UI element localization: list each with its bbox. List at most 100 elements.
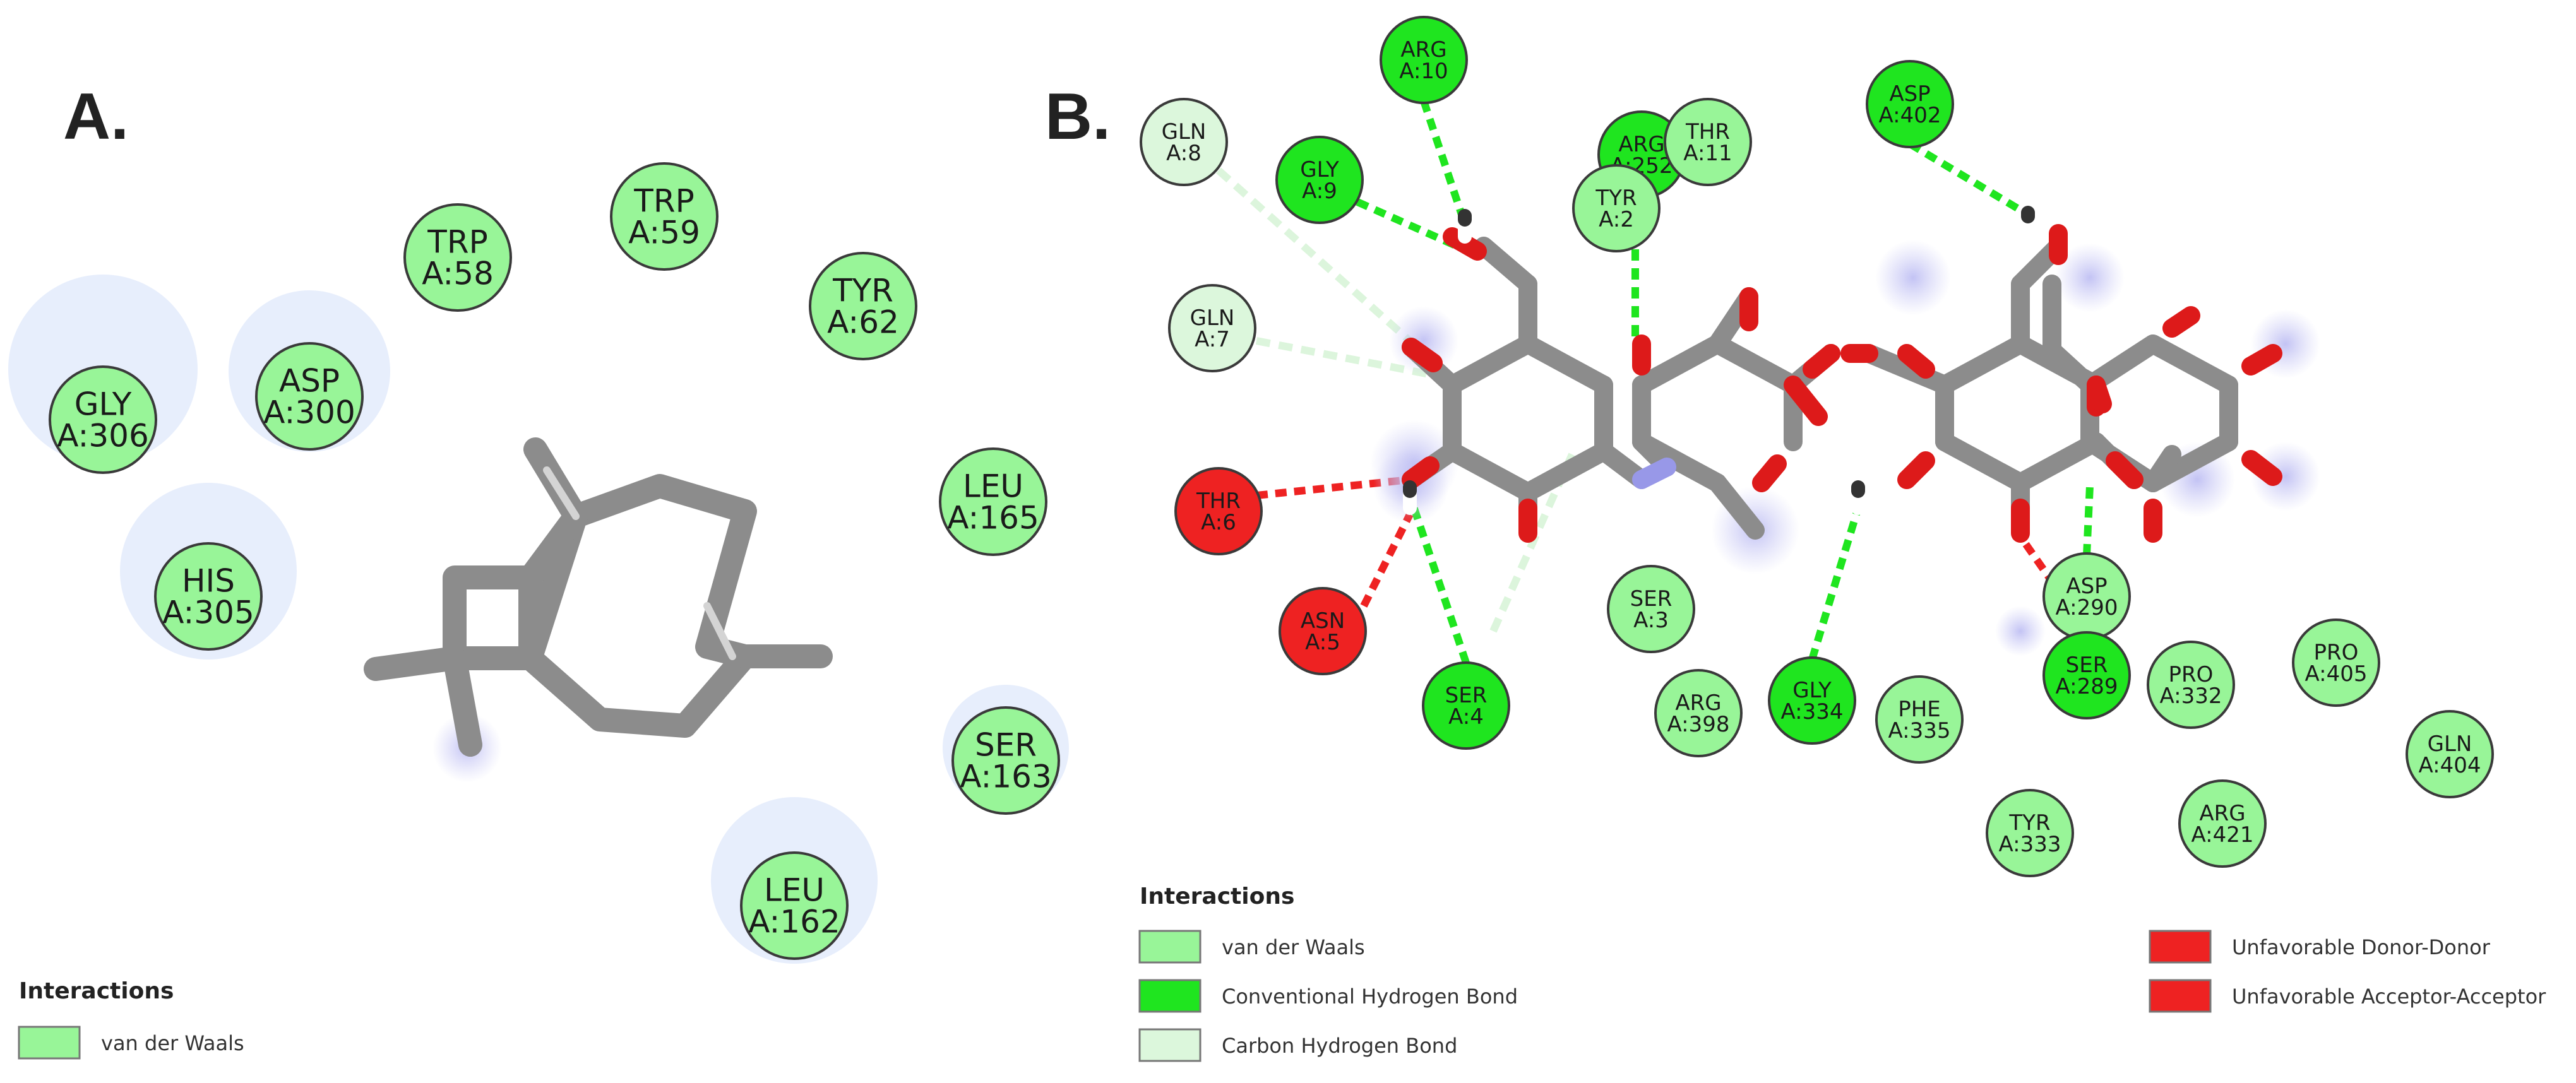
residue-thr-6-number: A:6 xyxy=(1201,510,1236,535)
residue-ser-3-circle xyxy=(1607,565,1695,653)
oxygen-bond xyxy=(2087,376,2112,413)
ligand-bond xyxy=(1708,334,1803,394)
legend-b-item-label: van der Waals xyxy=(1222,935,1365,959)
oxygen-bond xyxy=(1443,227,1487,261)
residue-asp-290-number: A:290 xyxy=(2055,595,2118,620)
ligand-bond xyxy=(1632,334,1727,394)
residue-ser-4-number: A:4 xyxy=(1448,704,1484,730)
residue-trp-59-circle xyxy=(610,162,719,271)
legend-b-item-label: Unfavorable Donor-Donor xyxy=(2232,935,2491,959)
legend-a-item-label: van der Waals xyxy=(101,1031,244,1055)
residue-tyr-2-name: TYR xyxy=(1595,186,1637,211)
residue-thr-6-name: THR xyxy=(1196,488,1241,514)
residue-ser-4-circle xyxy=(1422,661,1510,750)
residue-gln-404-circle xyxy=(2406,710,2494,798)
residue-gly-9-name: GLY xyxy=(1300,157,1339,182)
residue-leu-165-name: LEU xyxy=(963,468,1023,505)
legend-b-item: Unfavorable Donor-Donor xyxy=(2149,930,2491,964)
residue-ser-163-name: SER xyxy=(975,727,1037,764)
ligand-bond xyxy=(2144,334,2238,394)
panel-b-residues: ARGA:10ASPA:402GLNA:8GLYA:9ARGA:252THRA:… xyxy=(1140,16,2494,877)
residue-tyr-2-circle xyxy=(1572,164,1661,252)
residue-ser-3-name: SER xyxy=(1630,586,1673,612)
residue-gln-7-number: A:7 xyxy=(1195,327,1230,352)
oxygen-bond xyxy=(1402,338,1443,372)
residue-leu-162-circle xyxy=(740,851,849,960)
ligand-a-ring-large xyxy=(518,474,757,738)
residue-gly-334-number: A:334 xyxy=(1780,699,1843,725)
residue-thr-11-name: THR xyxy=(1685,119,1730,145)
residue-gln-7-name: GLN xyxy=(1190,305,1235,331)
residue-gly-334-circle xyxy=(1768,656,1856,745)
legend-b-item: Conventional Hydrogen Bond xyxy=(1138,979,1518,1013)
legend-b-item-label: Unfavorable Acceptor-Acceptor xyxy=(2232,985,2546,1009)
residue-gln-7-circle xyxy=(1168,284,1256,372)
residue-gln-404-name: GLN xyxy=(2428,731,2472,757)
residue-ser-163-number: A:163 xyxy=(960,759,1052,795)
residue-leu-165-circle xyxy=(939,447,1047,556)
residue-tyr-62-name: TYR xyxy=(832,273,893,309)
residue-asn-5-name: ASN xyxy=(1301,608,1345,634)
legend-b-item-swatch xyxy=(2149,930,2212,964)
ligand-bond xyxy=(1935,432,2030,492)
residue-gln-8-number: A:8 xyxy=(1166,141,1202,166)
residue-tyr-2-number: A:2 xyxy=(1599,207,1634,232)
legend-b-item-swatch xyxy=(1138,930,1202,964)
atom-glow xyxy=(2251,442,2320,511)
oxygen-bond xyxy=(1402,456,1440,489)
residue-pro-332-number: A:332 xyxy=(2159,684,2222,709)
residue-pro-405-number: A:405 xyxy=(2305,661,2367,687)
legend-a-item-swatch xyxy=(18,1026,81,1060)
residue-gln-404-number: A:404 xyxy=(2418,753,2481,778)
residue-ser-3-number: A:3 xyxy=(1633,608,1669,633)
residue-gly-9-number: A:9 xyxy=(1302,179,1337,204)
residue-arg-398-circle xyxy=(1654,669,1743,757)
oxygen-bond xyxy=(2241,344,2282,376)
residue-tyr-333-circle xyxy=(1986,789,2074,877)
residue-asn-5-circle xyxy=(1279,587,1367,675)
residue-arg-10-name: ARG xyxy=(1400,37,1446,62)
residue-arg-10-number: A:10 xyxy=(1399,59,1448,84)
ligand-bond xyxy=(1708,473,1765,540)
atom-glow xyxy=(2055,243,2125,312)
ligand-b xyxy=(1370,206,2320,656)
ligand-bond xyxy=(1518,442,1613,502)
legend-b-item: Carbon Hydrogen Bond xyxy=(1138,1028,1457,1062)
residue-arg-398-number: A:398 xyxy=(1667,712,1729,737)
residue-gly-306-name: GLY xyxy=(75,386,132,423)
legend-a-title: Interactions xyxy=(19,978,174,1004)
panel-a-residues: GLYA:306ASPA:300TRPA:58TRPA:59TYRA:62HIS… xyxy=(49,162,1060,960)
ligand-bond xyxy=(2144,445,2181,492)
residue-arg-421-number: A:421 xyxy=(2191,822,2253,848)
residue-arg-10-circle xyxy=(1380,16,1468,104)
legend-b-item-swatch xyxy=(1138,1028,1202,1062)
residue-asp-300-number: A:300 xyxy=(263,394,355,431)
residue-pro-332-circle xyxy=(2147,641,2235,729)
residue-leu-162-number: A:162 xyxy=(748,904,840,940)
legend-b-item-swatch xyxy=(2149,979,2212,1013)
residue-gly-306-number: A:306 xyxy=(57,418,149,454)
residue-gly-334-name: GLY xyxy=(1792,678,1832,703)
residue-phe-335-circle xyxy=(1875,675,1964,764)
residue-asp-402-name: ASP xyxy=(1889,81,1930,107)
residue-phe-335-number: A:335 xyxy=(1888,718,1950,743)
residue-asp-402-circle xyxy=(1866,60,1954,148)
residue-trp-59-number: A:59 xyxy=(628,215,700,251)
residue-pro-405-circle xyxy=(2292,618,2380,707)
residue-gly-306-circle xyxy=(49,365,157,474)
oxygen-bond xyxy=(2241,450,2282,486)
